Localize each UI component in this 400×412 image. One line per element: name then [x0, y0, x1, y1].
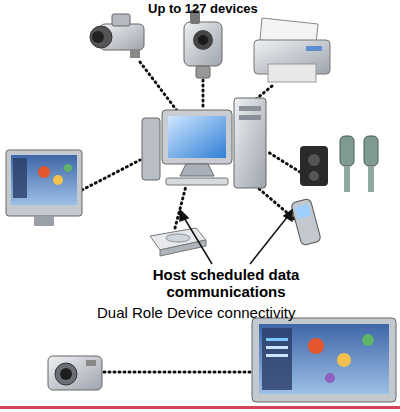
host-computer	[180, 164, 214, 176]
flat-tv	[266, 346, 288, 349]
leader-arrows	[183, 216, 212, 264]
camcorder	[130, 50, 140, 58]
handheld-camera	[196, 66, 210, 78]
dotted-links	[104, 371, 250, 374]
digital-camera	[60, 368, 72, 380]
speakers	[300, 146, 328, 186]
flat-tv	[252, 318, 396, 402]
mobile-phone	[295, 204, 312, 219]
speakers	[368, 166, 374, 192]
section-label: Dual Role Device connectivity	[97, 304, 295, 321]
callout-label: Host scheduled data communications	[136, 266, 316, 301]
diagram-title: Up to 127 devices	[148, 2, 258, 17]
mobile-phone	[291, 198, 322, 246]
camcorder	[90, 14, 144, 58]
digital-camera	[48, 356, 102, 390]
host-computer	[166, 178, 228, 185]
flat-tv	[259, 324, 389, 394]
flat-tv	[308, 338, 324, 354]
speakers	[364, 136, 378, 166]
flat-tv	[53, 175, 63, 185]
speakers	[340, 136, 354, 166]
camcorder	[92, 31, 104, 43]
speakers	[309, 171, 319, 181]
printer	[254, 18, 330, 82]
flat-tv	[252, 318, 396, 402]
leader-arrows	[250, 216, 288, 264]
flat-tv	[362, 334, 374, 346]
dotted-links	[268, 152, 300, 172]
dotted-links	[82, 160, 140, 190]
speakers	[300, 136, 378, 192]
host-computer	[162, 110, 232, 164]
host-computer	[239, 115, 261, 120]
host-computer	[168, 116, 226, 158]
digital-camera	[55, 363, 77, 385]
leader-arrows	[180, 210, 188, 221]
disc-drive	[150, 228, 206, 256]
printer	[306, 46, 322, 51]
flat-tv	[337, 353, 351, 367]
handheld-camera	[193, 30, 213, 50]
digital-camera	[86, 360, 96, 366]
dotted-links	[202, 80, 205, 108]
mobile-phone	[291, 198, 322, 246]
digital-camera	[48, 356, 102, 390]
host-computer	[234, 98, 266, 188]
flat-tv	[6, 150, 82, 216]
flat-tv	[266, 338, 288, 341]
speakers	[344, 166, 350, 192]
flat-tv	[13, 158, 27, 198]
flat-tv	[325, 373, 335, 383]
camcorder	[90, 26, 112, 48]
handheld-camera	[198, 35, 208, 45]
flat-tv	[262, 328, 292, 390]
disc-drive	[166, 234, 190, 242]
handheld-camera	[184, 10, 222, 78]
host-computer	[239, 106, 261, 111]
dotted-links	[140, 62, 178, 112]
footer-rule	[0, 406, 400, 409]
host-computer	[142, 118, 160, 180]
host-computer	[142, 98, 266, 188]
printer	[268, 64, 316, 82]
flat-tv	[266, 354, 288, 357]
flat-tv	[34, 216, 54, 226]
flat-tv	[6, 150, 82, 226]
flat-tv	[38, 166, 50, 178]
flat-tv	[11, 155, 77, 205]
flat-tv	[64, 164, 72, 172]
speakers	[308, 154, 320, 166]
dotted-links	[175, 186, 186, 228]
leader-arrows	[180, 210, 292, 264]
camcorder	[112, 14, 130, 26]
leader-arrows	[284, 210, 292, 221]
handheld-camera	[184, 22, 222, 66]
